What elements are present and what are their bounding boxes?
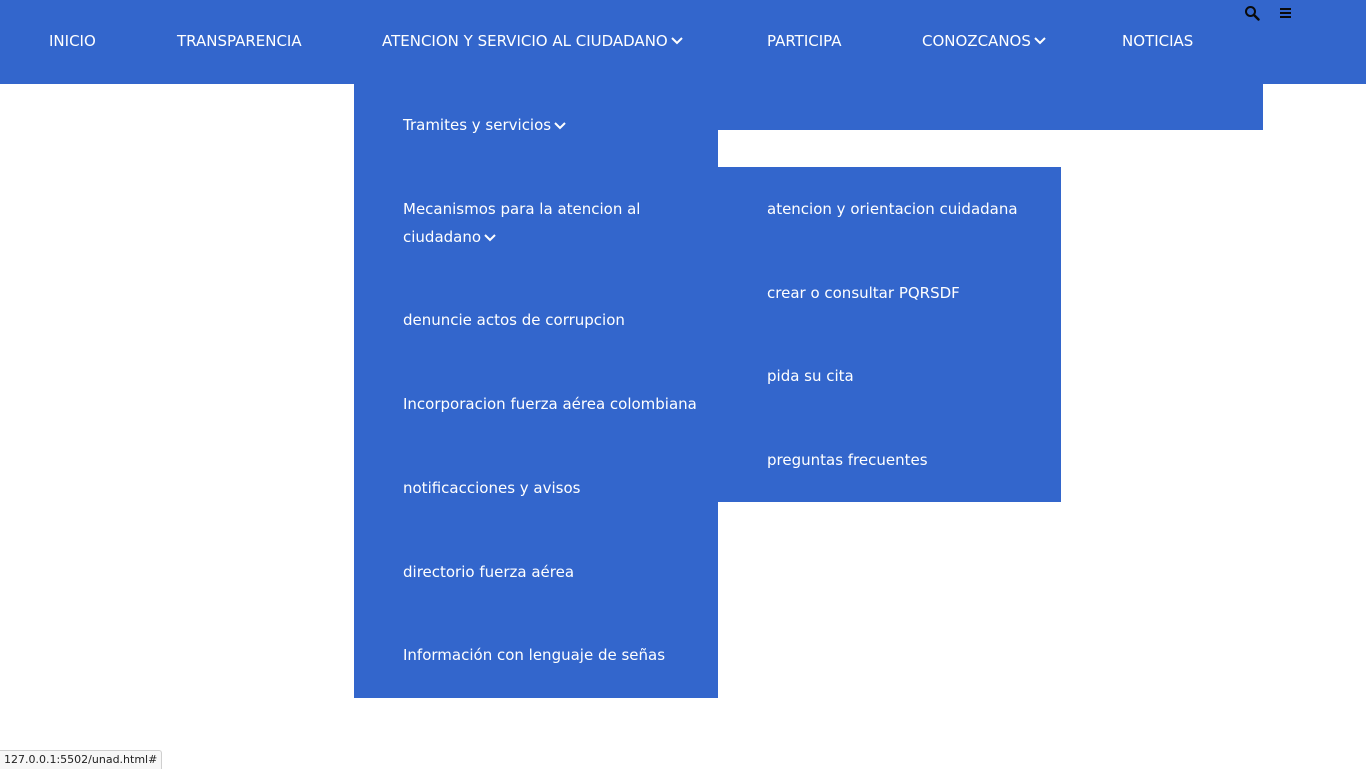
- nav-item-atencion[interactable]: ATENCION Y SERVICIO AL CIUDADANO: [382, 30, 684, 52]
- nav-item-label: INICIO: [49, 32, 96, 50]
- submenu-item-orientacion[interactable]: atencion y orientacion cuidadana: [767, 195, 1018, 223]
- nav-item-transparencia[interactable]: TRANSPARENCIA: [177, 30, 302, 52]
- menu-item-label-line2: ciudadano: [403, 228, 482, 246]
- chevron-down-icon: [1033, 36, 1047, 46]
- submenu-item-label: atencion y orientacion cuidadana: [767, 200, 1018, 218]
- chevron-down-icon: [483, 233, 497, 243]
- menu-item-label: notificacciones y avisos: [403, 479, 581, 497]
- menu-item-label: directorio fuerza aérea: [403, 563, 575, 581]
- menu-item-label: Incorporacion fuerza aérea colombiana: [403, 395, 697, 413]
- submenu-item-label: preguntas frecuentes: [767, 451, 928, 469]
- dropdown-panel-strip: [718, 84, 1263, 130]
- menu-item-incorporacion[interactable]: Incorporacion fuerza aérea colombiana: [403, 390, 697, 418]
- mecanismos-submenu: atencion y orientacion cuidadana crear o…: [718, 167, 1061, 502]
- nav-item-participa[interactable]: PARTICIPA: [767, 30, 842, 52]
- submenu-item-cita[interactable]: pida su cita: [767, 362, 854, 390]
- menu-item-lenguaje-senas[interactable]: Información con lenguaje de señas: [403, 641, 665, 669]
- status-bar-url: 127.0.0.1:5502/unad.html#: [0, 750, 163, 769]
- menu-item-tramites[interactable]: Tramites y servicios: [403, 111, 567, 139]
- submenu-item-preguntas[interactable]: preguntas frecuentes: [767, 446, 928, 474]
- submenu-item-label: crear o consultar PQRSDF: [767, 284, 960, 302]
- nav-item-label: TRANSPARENCIA: [177, 32, 302, 50]
- menu-item-label: denuncie actos de corrupcion: [403, 311, 625, 329]
- nav-item-inicio[interactable]: INICIO: [49, 30, 96, 52]
- atencion-dropdown-menu: Tramites y servicios Mecanismos para la …: [354, 84, 718, 698]
- submenu-item-label: pida su cita: [767, 367, 854, 385]
- nav-item-label: CONOZCANOS: [922, 32, 1031, 50]
- main-navbar: INICIO TRANSPARENCIA ATENCION Y SERVICIO…: [0, 0, 1366, 84]
- nav-item-conozcanos[interactable]: CONOZCANOS: [922, 30, 1047, 52]
- menu-item-label: Tramites y servicios: [403, 116, 552, 134]
- menu-item-denuncie[interactable]: denuncie actos de corrupcion: [403, 306, 625, 334]
- nav-item-label: PARTICIPA: [767, 32, 842, 50]
- nav-item-label: ATENCION Y SERVICIO AL CIUDADANO: [382, 32, 668, 50]
- search-icon[interactable]: [1244, 5, 1260, 21]
- nav-item-label: NOTICIAS: [1122, 32, 1194, 50]
- chevron-down-icon: [553, 121, 567, 131]
- menu-item-notificaciones[interactable]: notificacciones y avisos: [403, 474, 580, 502]
- chevron-down-icon: [670, 36, 684, 46]
- menu-item-directorio[interactable]: directorio fuerza aérea: [403, 558, 574, 586]
- menu-item-label: Información con lenguaje de señas: [403, 646, 666, 664]
- menu-item-label-line1: Mecanismos para la atencion al: [403, 200, 641, 218]
- nav-item-noticias[interactable]: NOTICIAS: [1122, 30, 1193, 52]
- hamburger-menu-icon[interactable]: [1278, 5, 1294, 21]
- menu-item-mecanismos[interactable]: Mecanismos para la atencion al ciudadano: [403, 195, 703, 251]
- submenu-item-pqrsdf[interactable]: crear o consultar PQRSDF: [767, 279, 960, 307]
